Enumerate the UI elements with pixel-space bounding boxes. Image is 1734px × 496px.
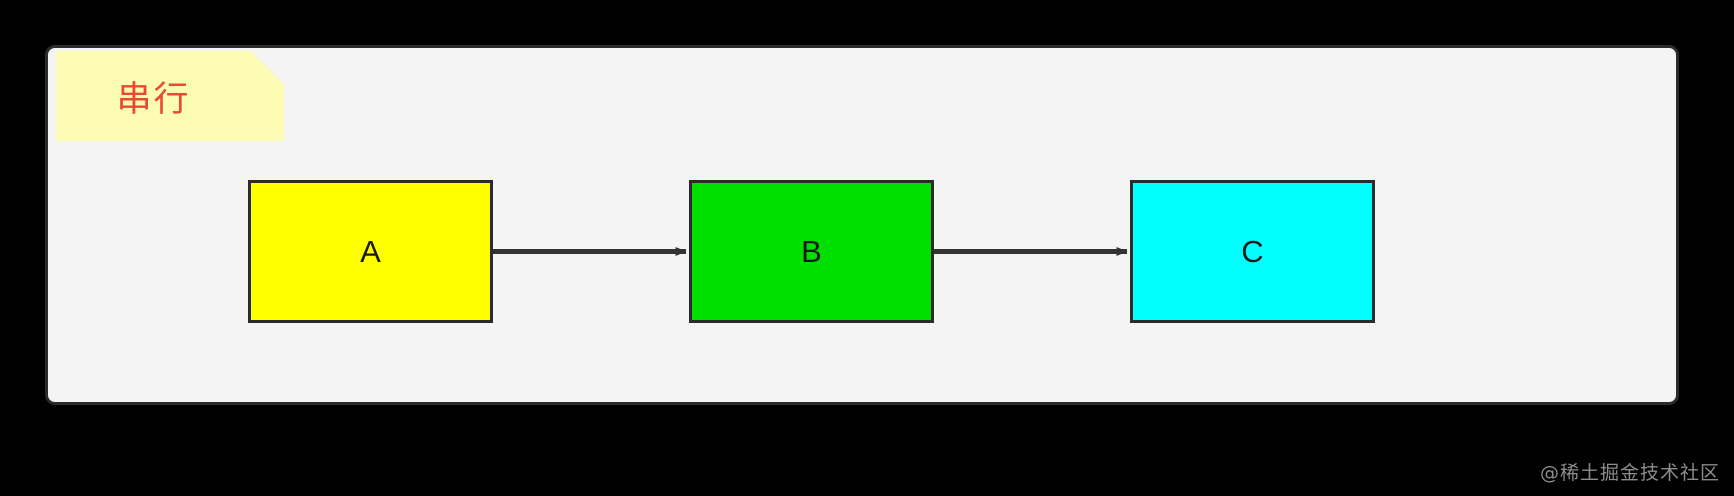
sticky-note: 串行 bbox=[56, 51, 284, 141]
watermark: @稀土掘金技术社区 bbox=[1539, 462, 1720, 484]
node-c-label: C bbox=[1241, 233, 1264, 269]
node-b-label: B bbox=[801, 233, 822, 269]
sticky-note-label: 串行 bbox=[116, 79, 191, 120]
node-a[interactable]: A bbox=[248, 180, 493, 323]
sticky-note-fold-icon bbox=[251, 51, 284, 84]
sticky-note-body bbox=[56, 51, 284, 141]
diagram-panel: 串行 A B C bbox=[45, 45, 1679, 405]
node-c[interactable]: C bbox=[1130, 180, 1375, 323]
node-a-label: A bbox=[360, 233, 381, 269]
node-b[interactable]: B bbox=[689, 180, 934, 323]
